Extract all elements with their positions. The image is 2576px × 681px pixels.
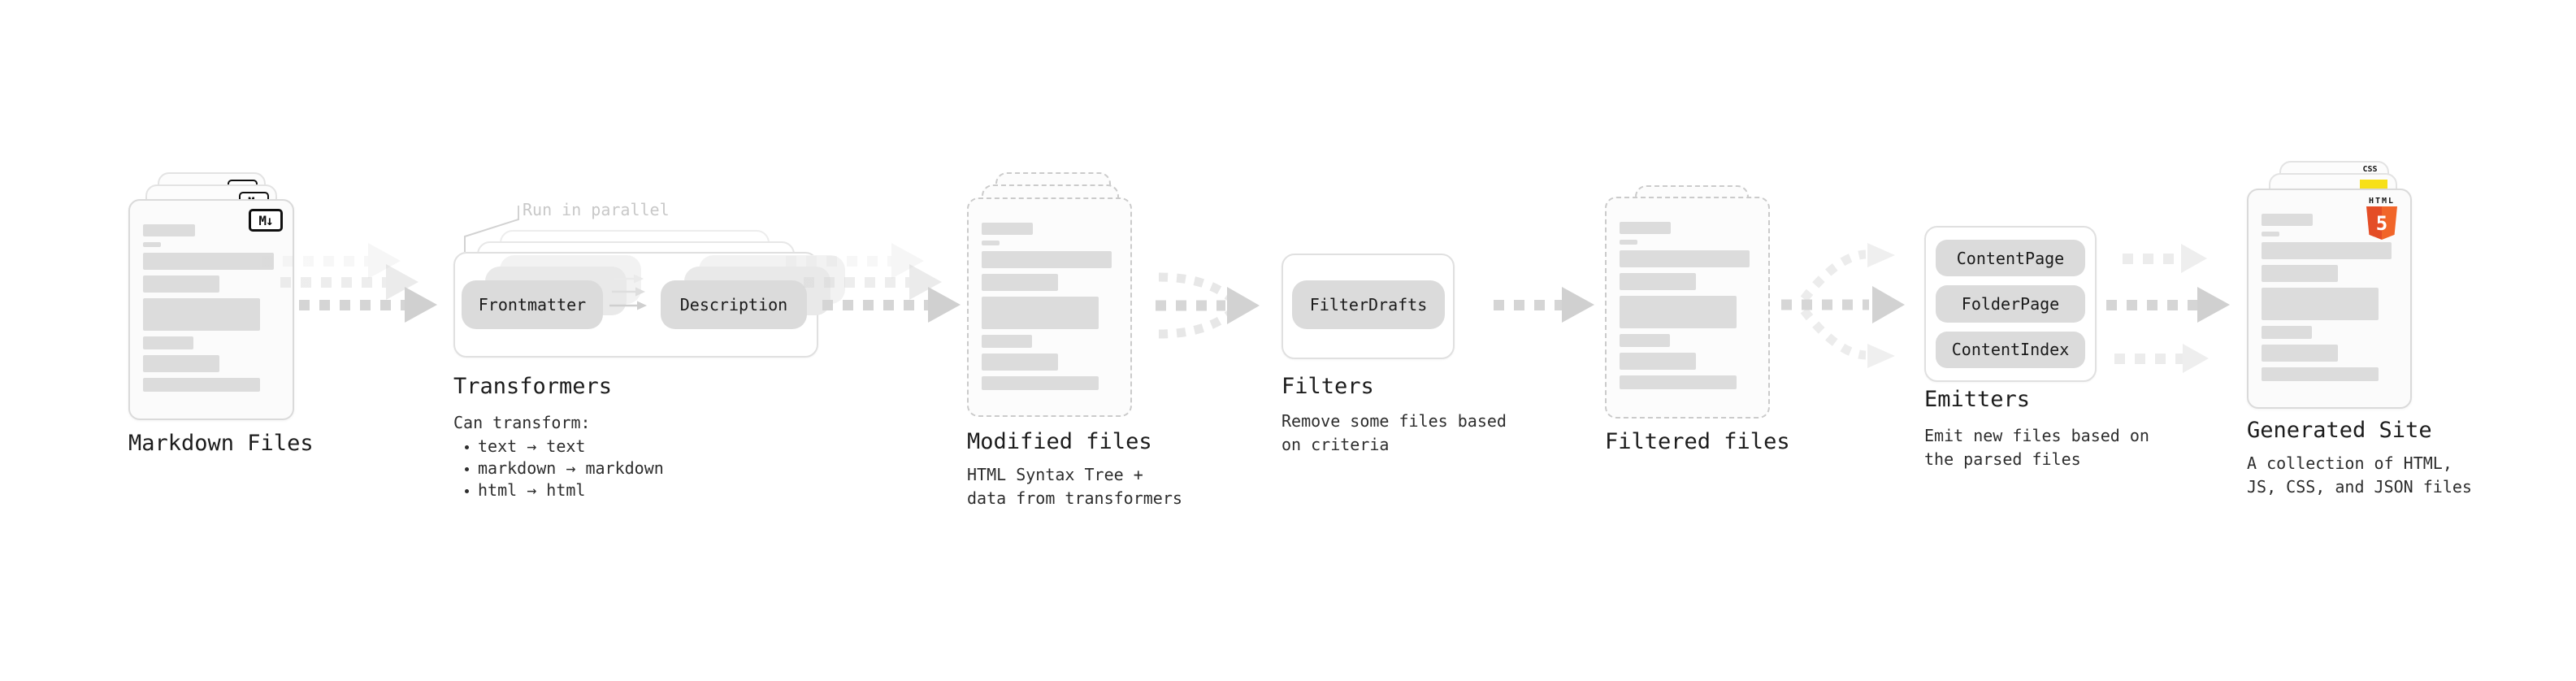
text-line-placeholder [1620, 273, 1696, 290]
text-line-placeholder [2262, 326, 2312, 339]
text-line-placeholder [1620, 375, 1737, 389]
text-line-placeholder [1620, 222, 1672, 234]
modified-files-subtext: HTML Syntax Tree + data from transformer… [967, 465, 1182, 508]
text-line-placeholder [143, 224, 195, 236]
flow-arrow-echo [804, 264, 942, 300]
text-line-placeholder [1620, 250, 1750, 267]
text-line-placeholder [2262, 242, 2392, 259]
arrow-head-icon [891, 243, 924, 279]
markdown-files-stack: M↓ M↓ M↓ [128, 161, 294, 423]
arrow-head-icon [368, 243, 401, 279]
text-line-placeholder [982, 335, 1032, 348]
text-line-placeholder [143, 355, 220, 372]
arrow-head-icon [2181, 244, 2207, 273]
text-line-placeholder [143, 298, 261, 331]
modified-files-label: Modified files [967, 429, 1152, 454]
arrow-head-icon [928, 287, 961, 323]
text-line-placeholder [143, 336, 194, 349]
arrow-head-icon [1562, 287, 1594, 323]
pill-folderpage: FolderPage [1936, 285, 2085, 323]
filters-subtext: Remove some files based on criteria [1281, 411, 1507, 454]
merge-arrow [1156, 272, 1260, 339]
flow-arrow [822, 287, 961, 323]
filtered-files-stack [1605, 185, 1771, 421]
text-line-placeholder [1620, 334, 1670, 347]
text-line-placeholder [143, 242, 161, 247]
transformers-label: Transformers [453, 374, 613, 399]
text-line-placeholder [982, 376, 1099, 390]
text-line-placeholder [143, 253, 275, 270]
text-line-placeholder [1620, 240, 1637, 245]
text-line-placeholder [982, 274, 1058, 291]
arrow-head-icon [1867, 344, 1895, 368]
html-document: HTML 5 [2247, 189, 2412, 409]
emitters-subtext: Emit new files based on the parsed files [1924, 426, 2149, 469]
document-content-placeholder [969, 199, 1130, 390]
generated-site-label: Generated Site [2247, 418, 2432, 443]
parallel-arrows-icon [609, 274, 647, 310]
run-in-parallel-tag: Run in parallel [523, 200, 670, 219]
flow-arrow-echo [786, 243, 924, 279]
arrow-head-icon [1227, 287, 1260, 324]
filtered-document [1605, 197, 1770, 419]
document-content-placeholder [130, 201, 293, 392]
pill-description: Description [661, 280, 807, 329]
flow-arrow-echo [262, 243, 401, 279]
modified-files-stack [967, 172, 1133, 424]
flow-arrow-faint [2123, 241, 2207, 276]
bullet-item: html → html [453, 479, 664, 501]
bullet-item: text → text [453, 436, 664, 458]
filters-label: Filters [1281, 374, 1374, 399]
arrow-head-icon [2197, 287, 2230, 323]
pill-contentindex: ContentIndex [1936, 331, 2085, 368]
pill-filterdrafts: FilterDrafts [1292, 280, 1445, 329]
generated-site-subtext: A collection of HTML, JS, CSS, and JSON … [2247, 453, 2472, 497]
text-line-placeholder [982, 297, 1099, 329]
text-line-placeholder [982, 354, 1058, 371]
flow-arrow [2106, 287, 2230, 323]
emitters-label: Emitters [1924, 387, 2031, 412]
run-in-parallel-leader-line [464, 206, 519, 252]
arrow-head-icon [405, 287, 437, 323]
flow-arrow-echo [280, 264, 418, 300]
modified-document [967, 197, 1132, 417]
transformers-note-title: Can transform: [453, 413, 591, 432]
text-line-placeholder [1620, 353, 1696, 370]
flow-arrow [299, 287, 437, 323]
text-line-placeholder [2262, 345, 2338, 362]
text-line-placeholder [2262, 367, 2379, 381]
split-arrow [1781, 243, 1905, 368]
text-line-placeholder [2262, 288, 2379, 320]
markdown-badge-icon: M↓ [249, 209, 283, 232]
document-content-placeholder [2249, 190, 2410, 381]
html5-badge-icon: HTML 5 [2363, 197, 2400, 240]
text-line-placeholder [2262, 214, 2314, 226]
bullet-item: markdown → markdown [453, 458, 664, 479]
flow-arrow-faint [2114, 340, 2209, 376]
text-line-placeholder [982, 223, 1034, 235]
arrow-head-icon [1872, 286, 1905, 323]
markdown-files-label: Markdown Files [128, 431, 314, 456]
text-line-placeholder [2262, 265, 2338, 282]
text-line-placeholder [1620, 296, 1737, 328]
arrow-head-icon [2183, 344, 2209, 373]
text-line-placeholder [982, 241, 1000, 245]
pill-frontmatter: Frontmatter [462, 280, 603, 329]
text-line-placeholder [143, 275, 220, 293]
flow-arrow [1494, 287, 1594, 323]
document-content-placeholder [1607, 198, 1768, 389]
text-line-placeholder [2262, 232, 2279, 236]
filtered-files-label: Filtered files [1605, 429, 1790, 454]
markdown-document: M↓ [128, 199, 294, 420]
text-line-placeholder [982, 251, 1112, 268]
generated-site-stack: CSS HTML 5 [2247, 161, 2413, 423]
arrow-head-icon [1867, 243, 1895, 267]
transformers-bullet-list: text → text markdown → markdown html → h… [453, 436, 664, 501]
emitters-box: ContentPage FolderPage ContentIndex [1924, 226, 2097, 382]
pill-contentpage: ContentPage [1936, 240, 2085, 277]
text-line-placeholder [143, 378, 261, 392]
